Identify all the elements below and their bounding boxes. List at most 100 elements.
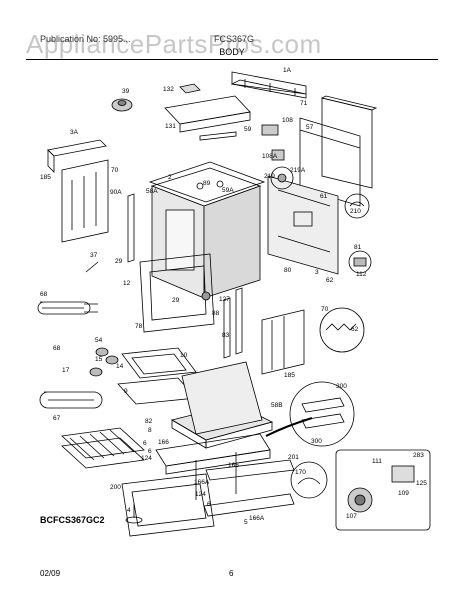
label-59a: 59A <box>222 187 234 194</box>
part-door-frame <box>139 253 215 333</box>
label-70-right: 70 <box>321 306 329 313</box>
label-131: 131 <box>165 123 176 130</box>
label-81: 81 <box>354 244 362 251</box>
label-62-top: 62 <box>326 277 334 284</box>
label-219a: 219A <box>290 167 306 174</box>
label-2: 2 <box>168 174 172 181</box>
part-108 <box>261 124 279 136</box>
label-200: 200 <box>110 484 121 491</box>
label-59: 59 <box>244 126 252 133</box>
label-3: 3 <box>315 269 319 276</box>
label-29-door: 29 <box>172 297 180 304</box>
header-divider <box>26 59 438 60</box>
label-111: 111 <box>372 458 382 465</box>
label-283: 283 <box>413 452 424 459</box>
label-6-mid: 6 <box>148 448 152 455</box>
label-108a: 108A <box>262 153 278 160</box>
part-bake-element-68 <box>37 301 98 315</box>
publication-number: Publication No: 5995... <box>40 34 131 44</box>
label-5: 5 <box>244 519 248 526</box>
label-3a: 3A <box>70 129 79 136</box>
label-15: 15 <box>95 356 103 363</box>
part-back-wall <box>267 175 339 275</box>
label-185-left: 185 <box>40 174 51 181</box>
label-70-left: 70 <box>111 167 119 174</box>
model-number: FCS367G <box>214 34 255 44</box>
label-88: 88 <box>212 310 220 317</box>
label-219: 219 <box>264 173 275 180</box>
label-54: 54 <box>95 337 103 344</box>
label-300-bottom: 300 <box>311 438 322 445</box>
part-rail-59 <box>199 131 237 141</box>
model-code: BCFCS367GC2 <box>40 515 105 525</box>
label-108: 108 <box>282 117 293 124</box>
label-8: 8 <box>148 427 152 434</box>
label-300-top: 300 <box>336 383 347 390</box>
label-29-top: 29 <box>115 258 123 265</box>
part-leveler-4 <box>125 504 143 524</box>
label-82: 82 <box>145 418 153 425</box>
label-67: 67 <box>53 415 61 422</box>
label-124-bottom: 124 <box>195 491 206 498</box>
label-37: 37 <box>90 252 98 259</box>
label-6-top: 6 <box>143 440 147 447</box>
part-132 <box>179 83 201 94</box>
part-wire-37 <box>85 261 99 273</box>
label-14: 14 <box>116 363 124 370</box>
part-trim-1a <box>230 71 307 99</box>
part-108a <box>271 149 285 161</box>
part-strips-83-90 <box>223 287 243 359</box>
part-panel-70-left <box>61 159 109 243</box>
callout-112 <box>348 250 372 274</box>
part-fan-39 <box>111 98 133 112</box>
label-90a: 90A <box>110 189 122 196</box>
label-58a: 58A <box>146 188 158 195</box>
label-132: 132 <box>163 86 174 93</box>
label-17: 17 <box>62 367 70 374</box>
label-112: 112 <box>356 271 367 278</box>
part-panel-70-right <box>261 309 305 375</box>
label-166a-top: 166A <box>194 479 210 486</box>
part-bracket-131 <box>164 95 251 133</box>
part-insulation-58b <box>170 361 274 449</box>
label-89: 89 <box>203 180 211 187</box>
label-125: 125 <box>416 480 427 487</box>
callout-210 <box>344 193 370 219</box>
label-61: 61 <box>320 193 328 200</box>
label-201: 201 <box>288 454 299 461</box>
part-strip-90a <box>127 193 135 263</box>
label-170: 170 <box>295 469 306 476</box>
label-210: 210 <box>350 208 361 215</box>
label-1a: 1A <box>283 67 292 74</box>
label-10: 10 <box>180 352 188 359</box>
label-109: 109 <box>398 490 409 497</box>
label-57: 57 <box>306 124 314 131</box>
callout-62 <box>319 307 365 353</box>
label-4: 4 <box>127 507 131 514</box>
part-panel-57 <box>299 117 361 207</box>
label-6-bottom: 6 <box>207 501 211 508</box>
part-oven-cavity-58a <box>150 167 262 299</box>
label-39: 39 <box>122 88 130 95</box>
callout-170 <box>290 461 328 499</box>
label-58b: 58B <box>271 402 283 409</box>
label-83: 83 <box>222 332 230 339</box>
part-rails-166a <box>203 459 295 517</box>
page-number: 6 <box>229 569 234 578</box>
label-9: 9 <box>124 388 128 395</box>
part-broil-pan-10 <box>121 347 197 379</box>
label-12: 12 <box>123 280 131 287</box>
label-107: 107 <box>346 513 357 520</box>
label-78: 78 <box>135 323 143 330</box>
part-knobs-14-15 <box>89 347 119 377</box>
label-62-callout: 62 <box>351 326 359 333</box>
part-oven-racks-6 <box>61 427 145 469</box>
label-185-right: 185 <box>284 372 295 379</box>
part-drawer-frame <box>155 433 271 500</box>
label-127: 127 <box>219 296 230 303</box>
label-166-top: 166 <box>158 439 169 446</box>
callout-300 <box>289 381 355 447</box>
label-124-top: 124 <box>141 455 152 462</box>
label-68-bottom: 68 <box>53 345 61 352</box>
label-68-top: 68 <box>40 291 48 298</box>
